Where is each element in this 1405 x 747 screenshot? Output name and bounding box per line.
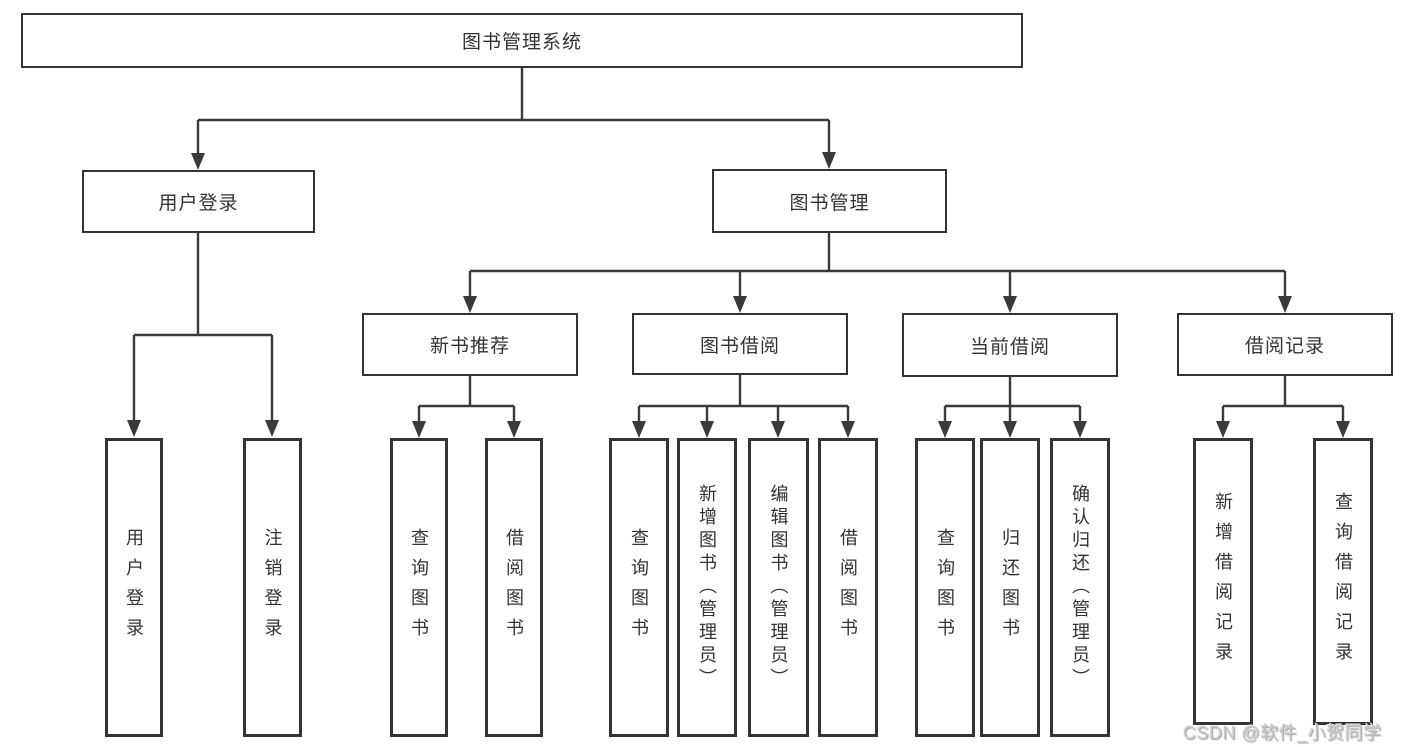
node-root-library-system: 图书管理系统 [21,13,1023,68]
leaf-borrow-add-books-admin: 新增图书（管理员） [677,438,737,737]
node-new-book-recommend: 新书推荐 [362,313,578,376]
connector-borrow-records-children [1216,376,1350,438]
leaf-records-add-record: 新增借阅记录 [1193,438,1253,725]
leaf-current-query-books: 查询图书 [915,438,975,737]
node-book-management: 图书管理 [712,169,947,233]
leaf-records-query-record: 查询借阅记录 [1313,438,1373,725]
csdn-watermark: CSDN @软件_小贺同学 [1183,723,1382,743]
connector-user-login-children [127,233,279,437]
leaf-current-return-books: 归还图书 [980,438,1040,737]
leaf-recommend-borrow-books: 借阅图书 [485,438,543,737]
node-book-borrow: 图书借阅 [632,313,848,375]
connector-current-borrow-children [938,377,1087,438]
connector-new-book-recommend-children [412,376,521,438]
node-user-login: 用户登录 [82,170,315,233]
leaf-user-login: 用户登录 [105,438,163,737]
leaf-borrow-borrow-books: 借阅图书 [818,438,878,737]
leaf-borrow-edit-books-admin: 编辑图书（管理员） [748,438,809,737]
connector-book-borrow-children [632,375,855,438]
connector-book-management-children [463,233,1292,313]
leaf-logout: 注销登录 [243,438,302,737]
leaf-recommend-query-books: 查询图书 [390,438,448,737]
node-current-borrow: 当前借阅 [902,313,1118,377]
leaf-borrow-query-books: 查询图书 [609,438,669,737]
connector-root-to-level2 [191,68,836,170]
node-borrow-records: 借阅记录 [1177,313,1393,376]
leaf-current-confirm-return-admin: 确认归还（管理员） [1050,438,1110,737]
